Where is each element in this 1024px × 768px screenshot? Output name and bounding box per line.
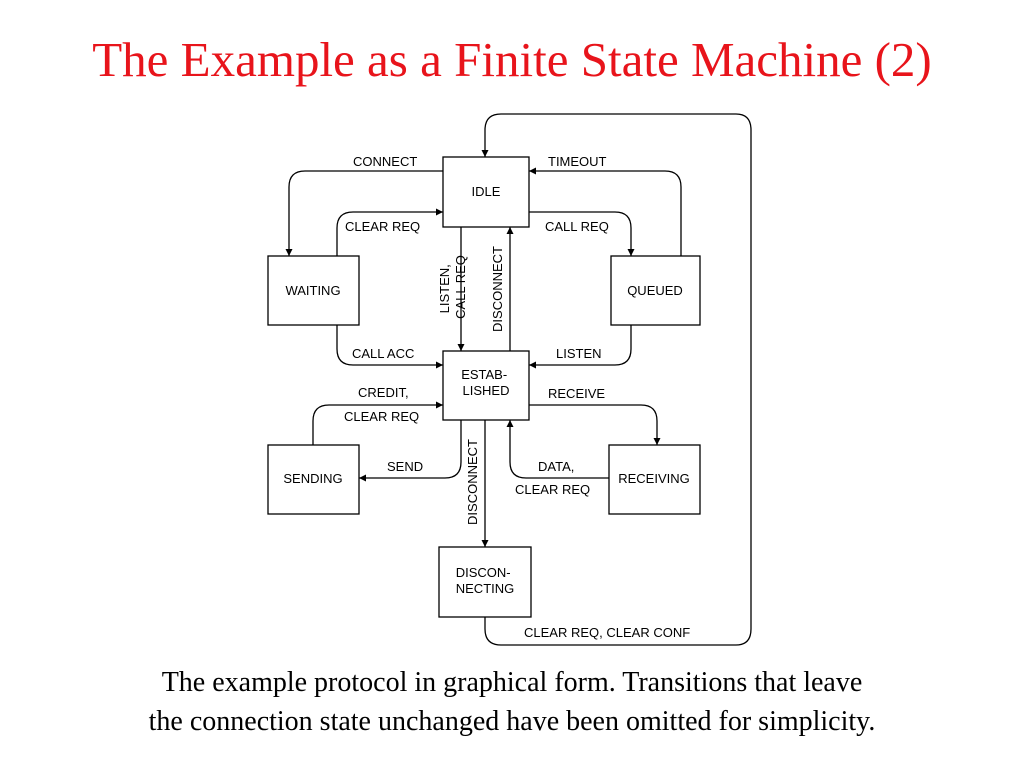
label-listen: LISTEN	[556, 346, 602, 361]
label-call-acc: CALL ACC	[352, 346, 414, 361]
label-connect: CONNECT	[353, 154, 417, 169]
svg-text:ESTAB- LISHED: ESTAB- LISHED	[461, 367, 511, 398]
state-label-line-2: LISHED	[463, 383, 510, 398]
svg-text:RECEIVING: RECEIVING	[618, 471, 690, 486]
svg-text:SENDING: SENDING	[283, 471, 342, 486]
label-credit: CREDIT,	[358, 385, 409, 400]
slide-title: The Example as a Finite State Machine (2…	[92, 32, 932, 87]
label-clear-req-clear-conf: CLEAR REQ, CLEAR CONF	[524, 625, 690, 640]
label-data: DATA,	[538, 459, 574, 474]
edge-connect	[285, 170, 443, 256]
state-disconnecting: DISCON- NECTING	[438, 546, 532, 618]
label-listen-call-req: LISTEN, CALL REQ	[437, 255, 468, 319]
state-label: RECEIVING	[618, 471, 690, 486]
transition-edges	[285, 113, 752, 646]
state-label-line-1: DISCON-	[456, 565, 511, 580]
state-label: SENDING	[283, 471, 342, 486]
state-queued: QUEUED	[610, 255, 701, 326]
caption-line-1: The example protocol in graphical form. …	[161, 667, 863, 698]
state-established: ESTAB- LISHED	[442, 350, 530, 421]
edge-timeout	[529, 167, 682, 256]
state-label-line-1: ESTAB-	[461, 367, 507, 382]
transition-labels: CONNECT TIMEOUT CLEAR REQ CALL REQ LISTE…	[344, 154, 690, 640]
edge-listen	[529, 325, 632, 369]
svg-text:IDLE: IDLE	[472, 184, 501, 199]
edge-receive	[529, 404, 661, 445]
edge-send	[359, 420, 462, 482]
label-timeout: TIMEOUT	[548, 154, 607, 169]
label-receive: RECEIVE	[548, 386, 605, 401]
label-disconnect-down: DISCONNECT	[465, 439, 480, 525]
edge-call-acc	[336, 325, 443, 369]
state-boxes: IDLE WAITING QUEUED ESTAB- LISHED SE	[267, 156, 701, 618]
state-label-line-2: NECTING	[456, 581, 515, 596]
state-label: IDLE	[472, 184, 501, 199]
state-receiving: RECEIVING	[608, 444, 701, 515]
label-call-req-queued: CALL REQ	[545, 219, 609, 234]
edge-clear-req-clear-conf	[481, 113, 752, 646]
edge-clear-req-waiting	[336, 208, 443, 256]
state-label: QUEUED	[627, 283, 683, 298]
label-clear-req-sending: CLEAR REQ	[344, 409, 419, 424]
state-sending: SENDING	[267, 444, 360, 515]
state-waiting: WAITING	[267, 255, 360, 326]
label-line-2: CALL REQ	[453, 255, 468, 319]
svg-text:DISCON- NECTING: DISCON- NECTING	[456, 565, 515, 596]
caption-line-2: the connection state unchanged have been…	[148, 706, 876, 737]
svg-text:WAITING: WAITING	[285, 283, 340, 298]
svg-text:QUEUED: QUEUED	[627, 283, 683, 298]
label-send: SEND	[387, 459, 423, 474]
state-idle: IDLE	[442, 156, 530, 228]
state-label: WAITING	[285, 283, 340, 298]
edge-data-clear-req	[506, 420, 609, 479]
label-clear-req-receiving: CLEAR REQ	[515, 482, 590, 497]
label-line-1: LISTEN,	[437, 264, 452, 313]
label-disconnect-up: DISCONNECT	[490, 246, 505, 332]
edge-call-req-queued	[529, 211, 635, 256]
edge-credit-clear-req	[312, 401, 443, 445]
label-clear-req-waiting: CLEAR REQ	[345, 219, 420, 234]
